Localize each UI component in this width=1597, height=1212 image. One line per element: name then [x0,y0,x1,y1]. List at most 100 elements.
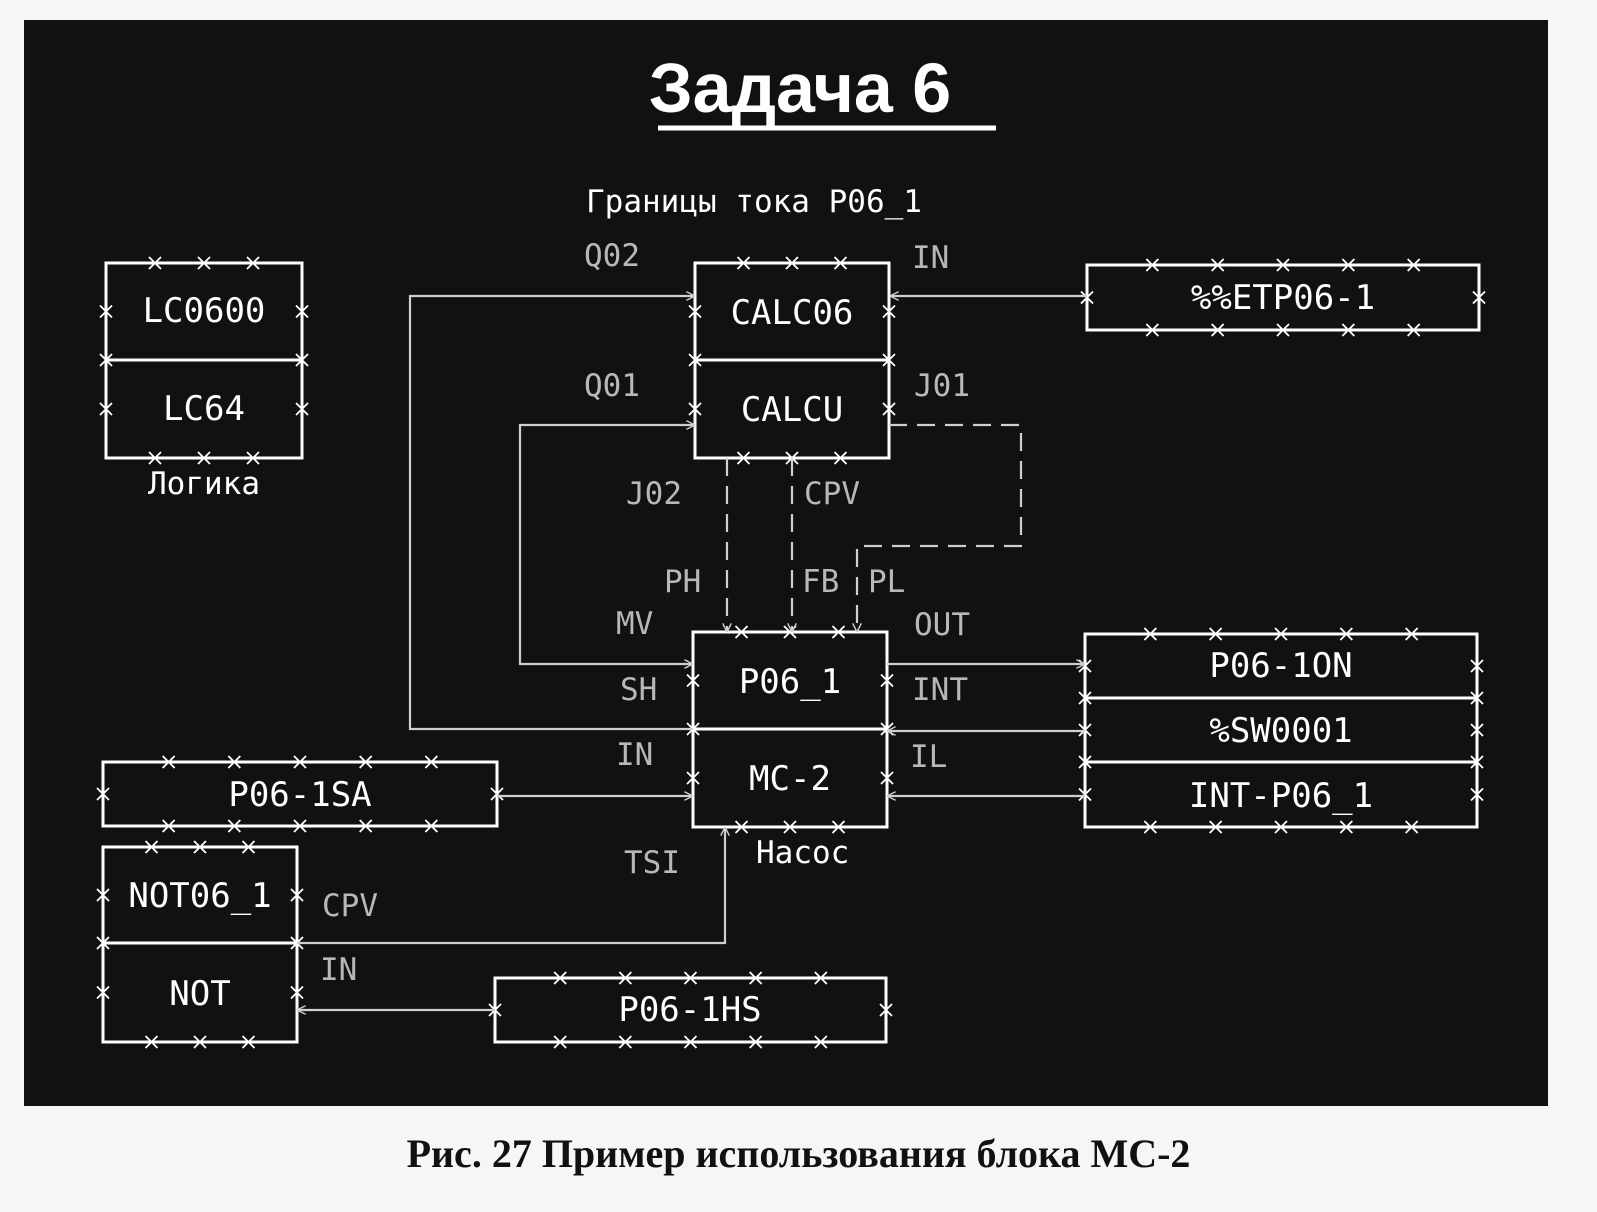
port-cross [359,819,373,833]
port-cross [736,451,751,465]
port-cross [1470,723,1484,737]
port-sh: SH [620,672,657,708]
port-cross [736,256,751,270]
logic-type: LC64 [163,389,245,429]
port-cross [1078,691,1092,705]
port-cross [490,787,504,801]
port-cross [293,819,307,833]
port-cross [295,304,309,319]
port-cross [882,353,896,367]
port-cross [783,820,797,834]
etp-tag-label: %%ETP06-1 [1191,278,1375,318]
port-cross [1472,290,1486,305]
calc-type: CALCU [741,390,843,430]
port-cross [144,1035,159,1049]
port-cross [1470,691,1484,705]
diagram-panel: Задача 6 Границы тока Р06_1 [24,20,1548,1106]
link-q01-mv [518,425,695,664]
port-cross [1339,820,1353,834]
port-cross [734,820,749,834]
port-cross [96,985,110,1000]
port-cross [99,402,113,416]
port-cross [241,1035,256,1049]
port-calc-in: IN [912,240,949,276]
port-cross [197,256,211,270]
port-q01: Q01 [584,368,640,404]
link-q02-sh [408,296,695,731]
port-cross [424,819,438,833]
logic-name: LC0600 [143,291,266,331]
port-cross [683,1035,698,1049]
port-cross [618,971,632,985]
port-cross [162,819,176,833]
port-cross [148,451,162,465]
port-cross [833,451,848,465]
port-cross [1405,627,1419,641]
port-cross [1341,323,1355,337]
pump-type: MC-2 [749,759,831,799]
port-cross [553,971,567,985]
port-mv: MV [616,606,653,642]
port-cross [197,451,211,465]
port-main-in: IN [616,737,653,773]
port-cross [1274,820,1288,834]
port-cross [1339,627,1353,641]
port-out: OUT [914,607,970,643]
port-j01: J01 [914,368,970,404]
port-cross [1143,627,1157,641]
port-cross [831,625,846,639]
port-cross [686,673,700,688]
port-cross [831,820,846,834]
port-cross [1470,755,1484,769]
port-fb: FB [802,564,839,600]
port-tsi: TSI [624,845,680,881]
port-q02: Q02 [584,238,640,274]
port-cross [295,353,309,367]
port-cross [241,840,256,854]
port-cross [96,936,110,950]
port-cross [618,1035,632,1049]
block-diagram: Задача 6 Границы тока Р06_1 [96,49,1486,1049]
port-pl: PL [868,564,905,600]
port-cross [686,771,700,785]
port-cross [290,985,304,1000]
port-cross [1211,258,1225,272]
port-cross [1407,258,1421,272]
port-cross [99,304,113,319]
port-cross [553,1035,567,1049]
port-cross [1209,820,1223,834]
port-cross [246,256,260,270]
link-cpv-tsi [297,827,725,945]
port-il: IL [910,739,947,775]
port-cross [290,888,304,902]
port-cross [148,256,162,270]
hs-tag-label: P06-1HS [618,990,761,1030]
port-cross [814,1035,828,1049]
port-int: INT [912,672,968,708]
port-cross [749,1035,763,1049]
page-title: Задача 6 [649,49,951,127]
port-cross [833,256,848,270]
logic-label: Логика [148,466,260,502]
not-type: NOT [169,974,230,1014]
port-cross [96,787,110,801]
port-cross [1211,323,1225,337]
port-cross [1405,820,1419,834]
port-cross [882,304,896,319]
pump-label: Насос [756,835,849,871]
port-cross [96,888,110,902]
port-cross [193,840,207,854]
port-cross [1407,323,1421,337]
port-j02: J02 [626,476,682,512]
port-cross [882,402,896,416]
port-cross [749,971,763,985]
port-not-cpv: CPV [322,888,378,924]
port-cross [162,755,176,769]
port-cross [880,673,894,688]
port-cross [880,771,894,785]
port-cross [1078,755,1092,769]
figure-caption: Рис. 27 Пример использования блока МС-2 [406,1131,1191,1176]
not-name: NOT06_1 [128,876,271,916]
link-j01-pl [857,423,1023,632]
port-cross [785,256,799,270]
